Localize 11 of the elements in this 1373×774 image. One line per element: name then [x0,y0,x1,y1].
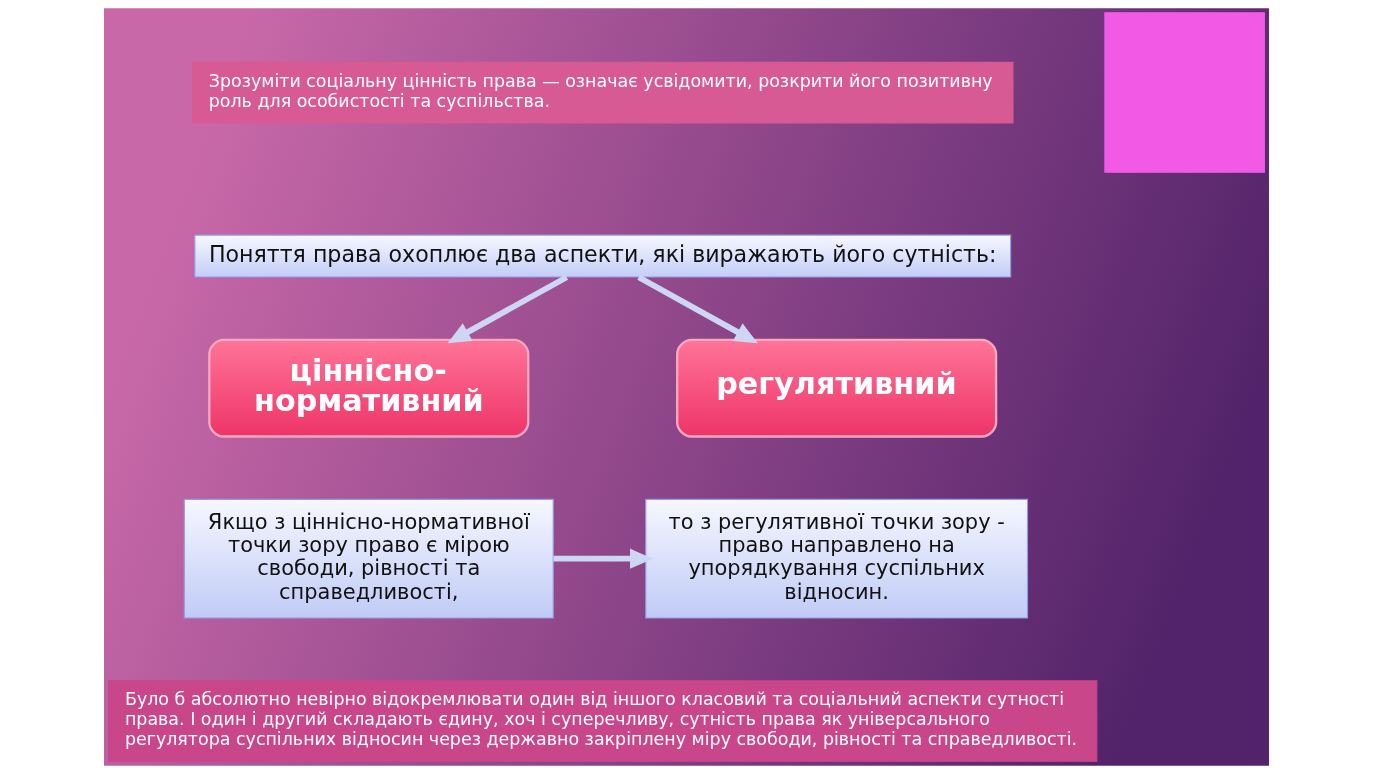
arrow [637,274,758,344]
arrow [553,548,653,569]
node-box: Поняття права охоплює два аспекти, які виражають його сутність: [194,234,1012,278]
node-box: Було б абсолютно невірно відокремлювати один від іншого класовий та соціальний аспекти сутності права. І один і другий складають єдину, хоч і суперечливу, сутність права як універсального регулятора суспільних відносин через державно закріплену міру свободи, рівності та справедливості. [108,680,1098,762]
node-box: Зрозуміти соціальну цінність права — означає усвідомити, розкрити його позитивну роль для особистості та суспільства. [191,61,1014,124]
node-box [1104,12,1265,173]
node-box: регулятивний [676,338,998,438]
node-box: Якщо з ціннісно-нормативної точки зору право є мірою свободи, рівності та справедливості, [183,498,554,619]
arrow [447,274,569,344]
node-box: ціннісно-нормативний [208,338,530,438]
node-box: то з регулятивної точки зору - право направлено на упорядкування суспільних відносин. [645,498,1029,619]
